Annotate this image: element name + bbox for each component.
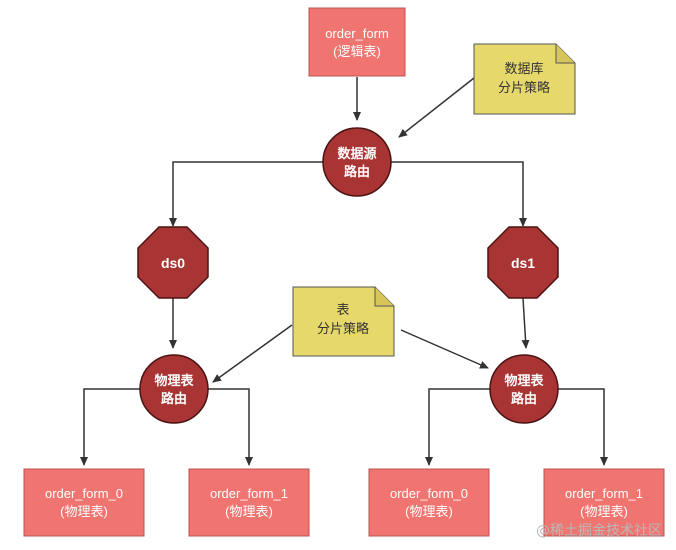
logical-table-type: (逻辑表) [333, 44, 381, 59]
watermark: @稀土掘金技术社区 [536, 523, 662, 539]
edge-db-strategy-to-ds-router [398, 77, 475, 138]
datasource-router-node: 数据源 路由 [322, 127, 392, 197]
edge-left-router-to-table-0 [80, 388, 140, 466]
physical-table-type: (物理表) [580, 504, 628, 519]
edge-left-router-to-table-1 [208, 388, 253, 466]
edges [80, 77, 608, 466]
table-strategy-line2: 分片策略 [317, 321, 369, 336]
edge-ds1-to-right-router [521, 297, 530, 349]
right-physical-router-node: 物理表 路由 [489, 354, 559, 424]
physical-table-type: (物理表) [405, 504, 453, 519]
ds0-label: ds0 [161, 255, 185, 271]
left-router-line1: 物理表 [154, 373, 194, 388]
physical-table-name: order_form_1 [210, 486, 288, 501]
db-strategy-line1: 数据库 [504, 61, 543, 76]
physical-table-type: (物理表) [60, 504, 108, 519]
physical-table-node: order_form_0 (物理表) [368, 468, 490, 537]
physical-table-node: order_form_1 (物理表) [188, 468, 310, 537]
physical-table-node: order_form_0 (物理表) [23, 468, 145, 537]
edge-table-strategy-to-right-router [400, 329, 489, 369]
physical-table-type: (物理表) [225, 504, 273, 519]
logical-table-node: order_form (逻辑表) [308, 7, 406, 77]
edge-table-strategy-to-left-router [212, 324, 293, 383]
table-strategy-note: 表 分片策略 [292, 286, 395, 357]
edge-right-router-to-table-1 [558, 388, 608, 466]
logical-table-name: order_form [325, 26, 389, 41]
edge-right-router-to-table-0 [425, 388, 490, 466]
physical-table-name: order_form_0 [45, 486, 123, 501]
db-strategy-line2: 分片策略 [498, 80, 550, 95]
edge-ds-router-to-ds0 [169, 161, 323, 227]
table-strategy-line1: 表 [336, 302, 349, 317]
ds1-label: ds1 [511, 255, 535, 271]
physical-table-name: order_form_0 [390, 486, 468, 501]
right-router-line2: 路由 [511, 391, 537, 406]
left-physical-router-node: 物理表 路由 [139, 354, 209, 424]
datasource-router-line1: 数据源 [337, 146, 376, 161]
physical-table-node: order_form_1 (物理表) [543, 468, 665, 537]
left-router-line2: 路由 [161, 391, 187, 406]
edge-ds-router-to-ds1 [391, 161, 527, 227]
right-router-line1: 物理表 [504, 373, 544, 388]
physical-table-name: order_form_1 [565, 486, 643, 501]
db-strategy-note: 数据库 分片策略 [473, 43, 576, 115]
ds1-node: ds1 [487, 226, 559, 299]
ds0-node: ds0 [137, 226, 209, 299]
datasource-router-line2: 路由 [344, 164, 370, 179]
